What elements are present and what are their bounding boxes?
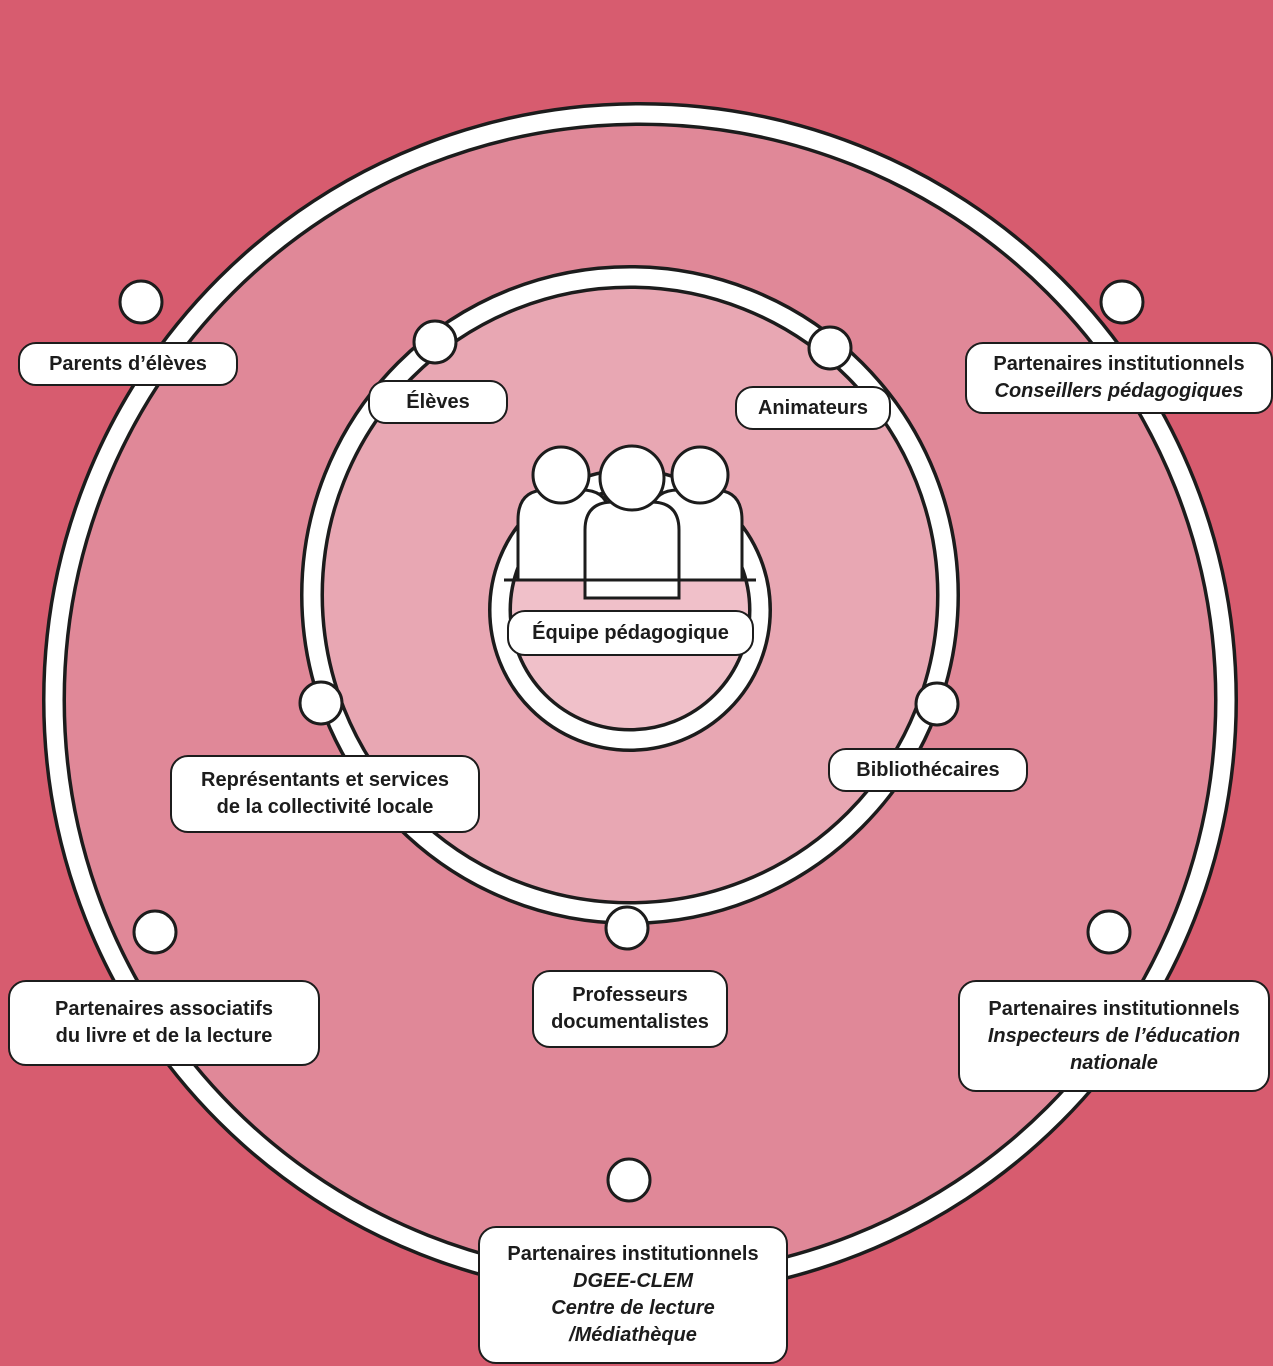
label-professeurs-line2: documentalistes — [551, 1011, 709, 1033]
label-associatifs-line2: du livre et de la lecture — [55, 1025, 273, 1047]
node-animateurs — [807, 325, 853, 371]
node-bibliothecaires — [914, 681, 960, 727]
label-associatifs-line1: Partenaires associatifs — [55, 998, 273, 1020]
label-professeurs-line1: Professeurs — [572, 984, 688, 1006]
label-animateurs: Animateurs — [735, 386, 891, 430]
label-representants: Représentants et services de la collecti… — [170, 755, 480, 833]
label-conseillers-sub: Conseillers pédagogiques — [994, 380, 1244, 402]
node-professeurs — [604, 905, 650, 951]
node-conseillers — [1099, 279, 1145, 325]
node-representants — [298, 680, 344, 726]
label-dgee-sub1: DGEE-CLEM — [573, 1270, 693, 1292]
label-dgee: Partenaires institutionnels DGEE-CLEM Ce… — [478, 1226, 788, 1364]
label-animateurs-text: Animateurs — [757, 396, 869, 419]
node-associatifs — [132, 909, 178, 955]
label-equipe-pedagogique: Équipe pédagogique — [507, 610, 754, 656]
label-eleves: Élèves — [368, 380, 508, 424]
label-inspecteurs: Partenaires institutionnels Inspecteurs … — [958, 980, 1270, 1092]
label-inspecteurs-sub2: nationale — [1070, 1051, 1158, 1074]
label-equipe-pedagogique-text: Équipe pédagogique — [532, 621, 729, 644]
label-bibliothecaires-text: Bibliothécaires — [856, 758, 1000, 781]
label-associatifs: Partenaires associatifs du livre et de l… — [8, 980, 320, 1066]
label-parents-text: Parents d’élèves — [49, 352, 207, 375]
node-eleves — [412, 319, 458, 365]
label-representants-line1: Représentants et services — [201, 769, 449, 791]
label-conseillers: Partenaires institutionnels Conseillers … — [965, 342, 1273, 414]
node-dgee — [606, 1157, 652, 1203]
label-dgee-sub2: Centre de lecture — [551, 1297, 715, 1319]
label-eleves-text: Élèves — [406, 390, 470, 413]
label-dgee-sub3: /Médiathèque — [569, 1324, 697, 1346]
group-of-people-icon — [504, 444, 756, 600]
label-bibliothecaires: Bibliothécaires — [828, 748, 1028, 792]
label-parents: Parents d’élèves — [18, 342, 238, 386]
label-inspecteurs-sub1: Inspecteurs de l’éducation — [987, 1024, 1241, 1047]
label-representants-line2: de la collectivité locale — [216, 796, 434, 818]
label-dgee-title: Partenaires institutionnels — [507, 1243, 759, 1265]
label-conseillers-title: Partenaires institutionnels — [993, 353, 1245, 375]
label-professeurs: Professeurs documentalistes — [532, 970, 728, 1048]
node-inspecteurs — [1086, 909, 1132, 955]
node-parents — [118, 279, 164, 325]
label-inspecteurs-title: Partenaires institutionnels — [988, 997, 1240, 1020]
